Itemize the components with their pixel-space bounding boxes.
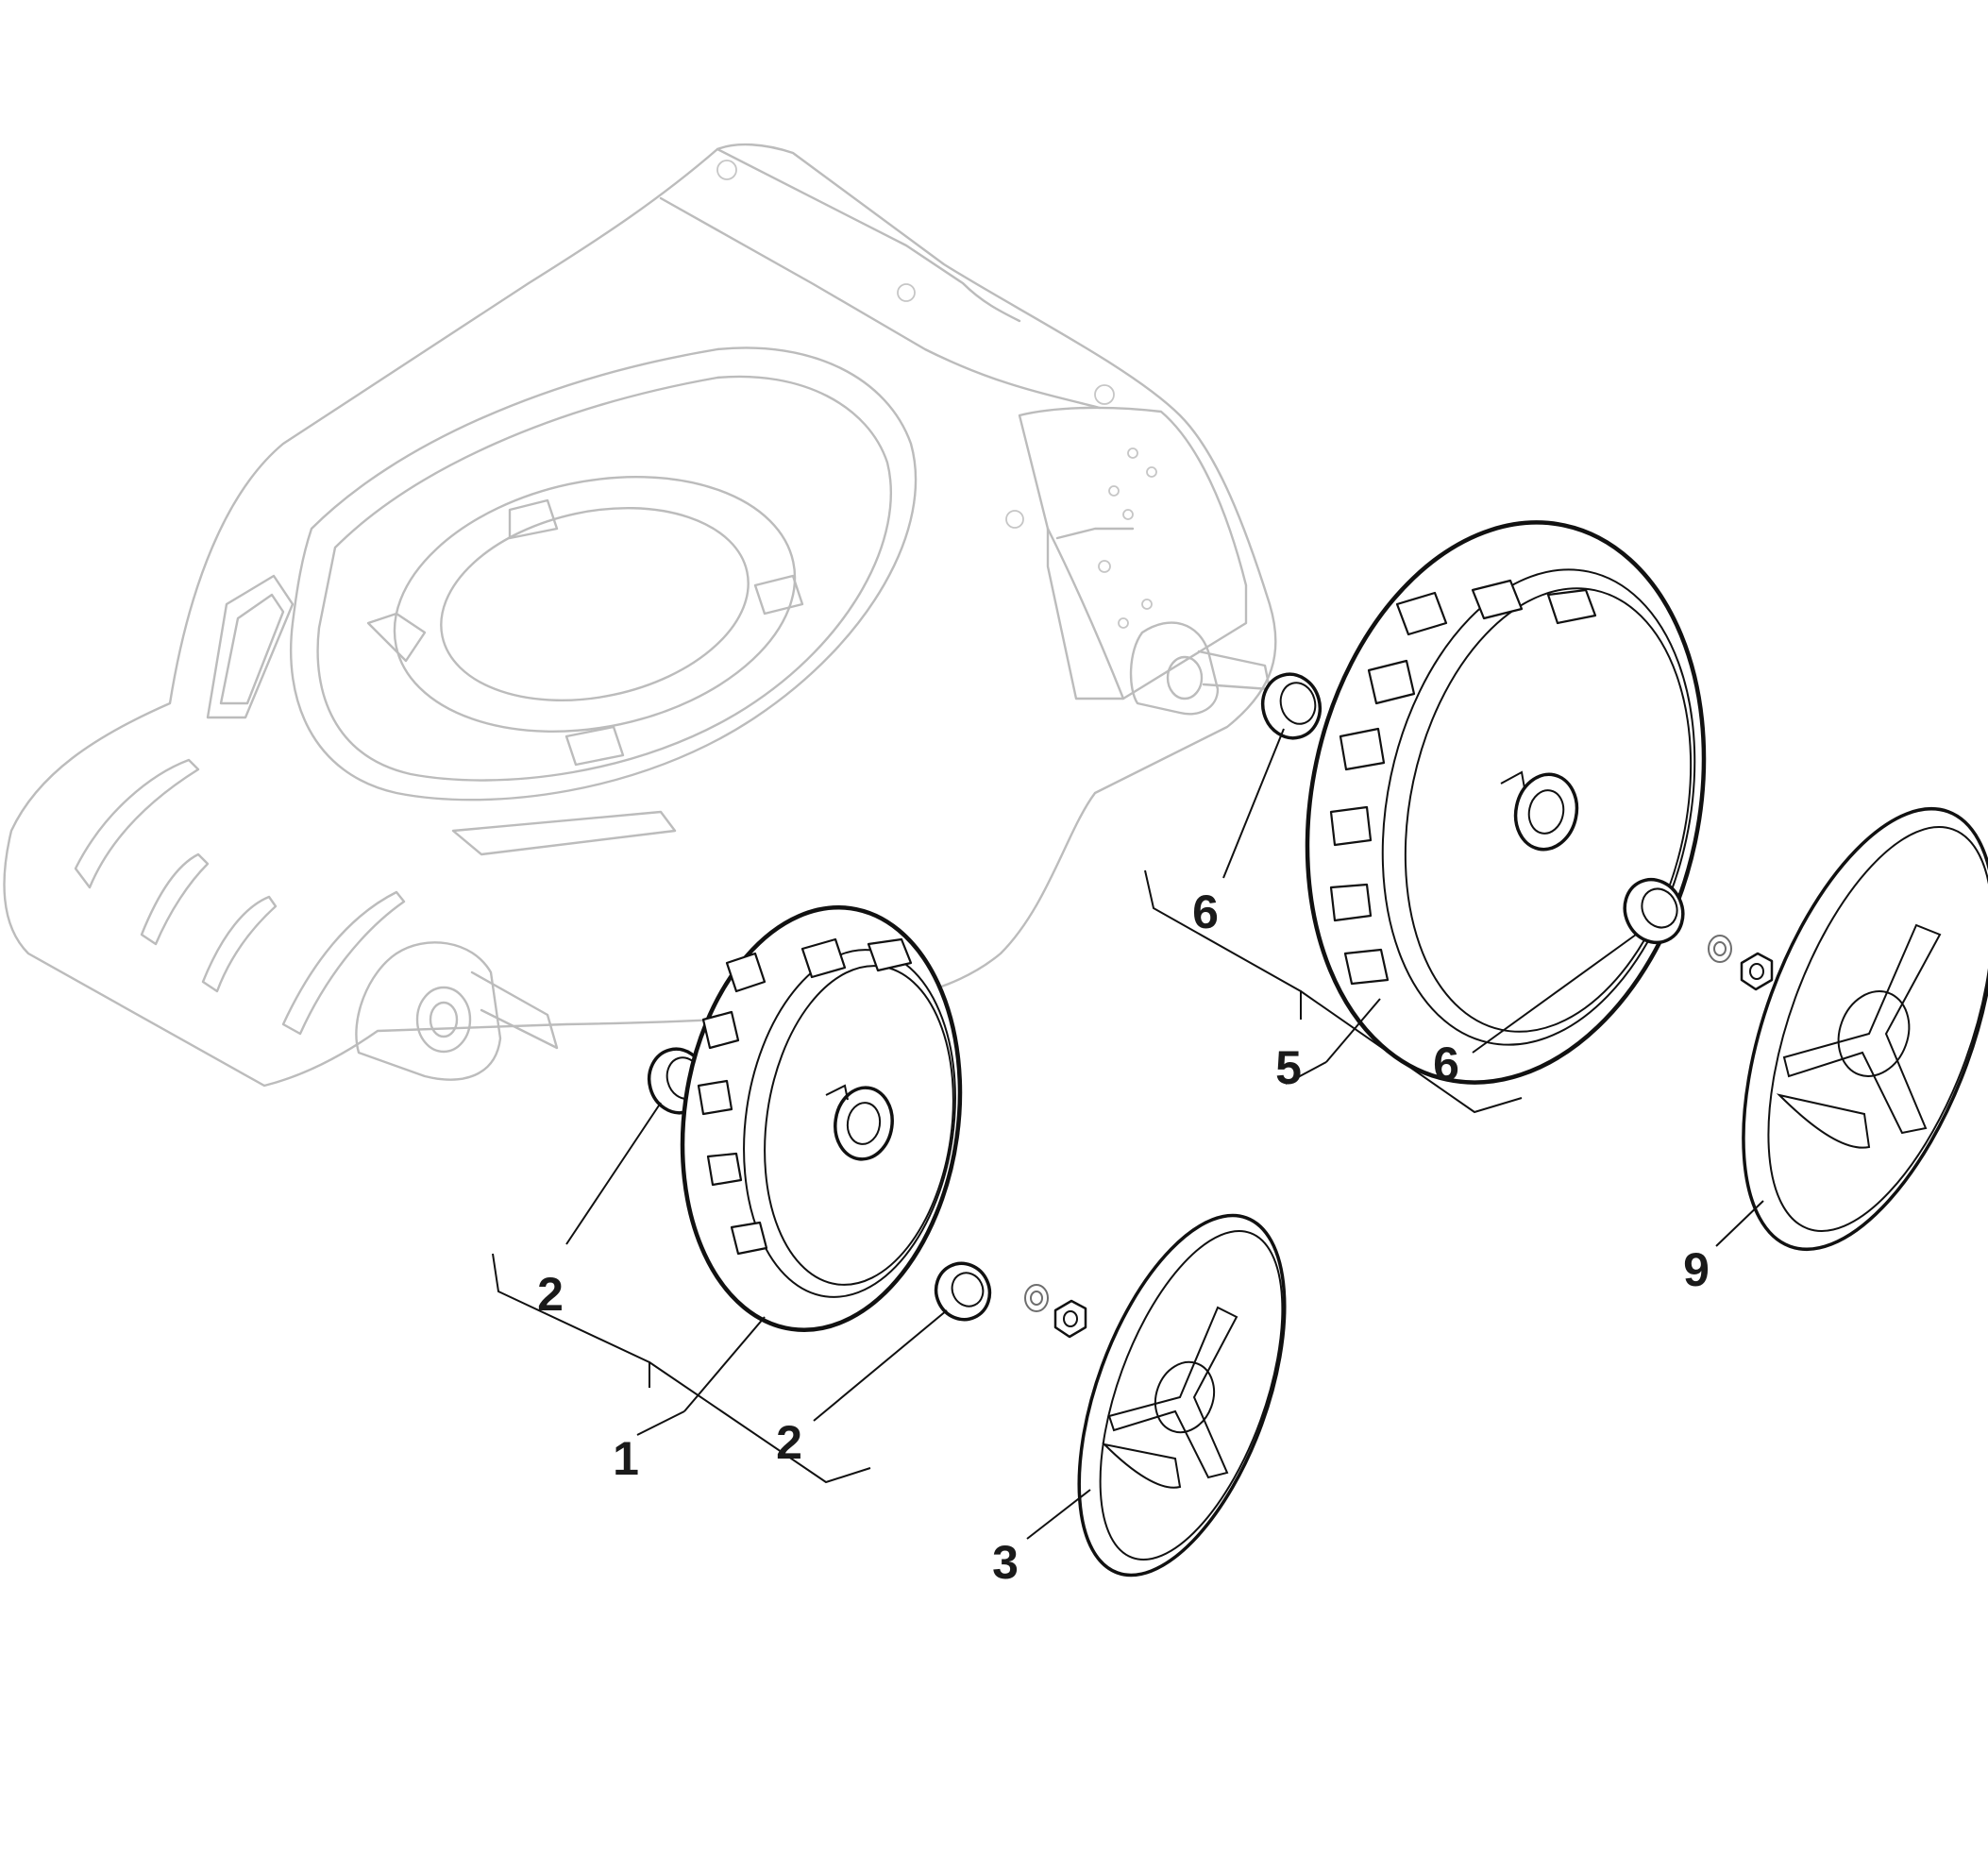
rear-bearing-left: [1260, 672, 1323, 740]
rear-hubcap: [1742, 806, 1988, 1252]
rear-wheel: [1305, 520, 1707, 1085]
front-wheel: [680, 905, 963, 1332]
callout-2-right: 2: [776, 1416, 802, 1469]
front-washer-nut: [1024, 1284, 1087, 1339]
rear-washer-nut: [1708, 935, 1774, 991]
callout-2-left: 2: [537, 1268, 564, 1321]
callout-9: 9: [1683, 1243, 1710, 1296]
front-bearing-right: [934, 1261, 992, 1322]
rear-bearing-right: [1623, 877, 1685, 945]
front-wheel-assembly: [647, 905, 1287, 1578]
rear-wheel-assembly: [1260, 520, 1988, 1252]
callout-6-left: 6: [1192, 886, 1219, 938]
callout-labels: 1 2 2 3 5 6 6 9: [537, 886, 1710, 1589]
leader-lines: [492, 728, 1764, 1540]
front-hubcap: [1077, 1213, 1287, 1578]
callout-3: 3: [992, 1536, 1019, 1589]
mower-deck: [3, 143, 1277, 1088]
callout-1: 1: [613, 1432, 639, 1485]
callout-5: 5: [1275, 1041, 1302, 1094]
callout-6-right: 6: [1433, 1038, 1459, 1090]
